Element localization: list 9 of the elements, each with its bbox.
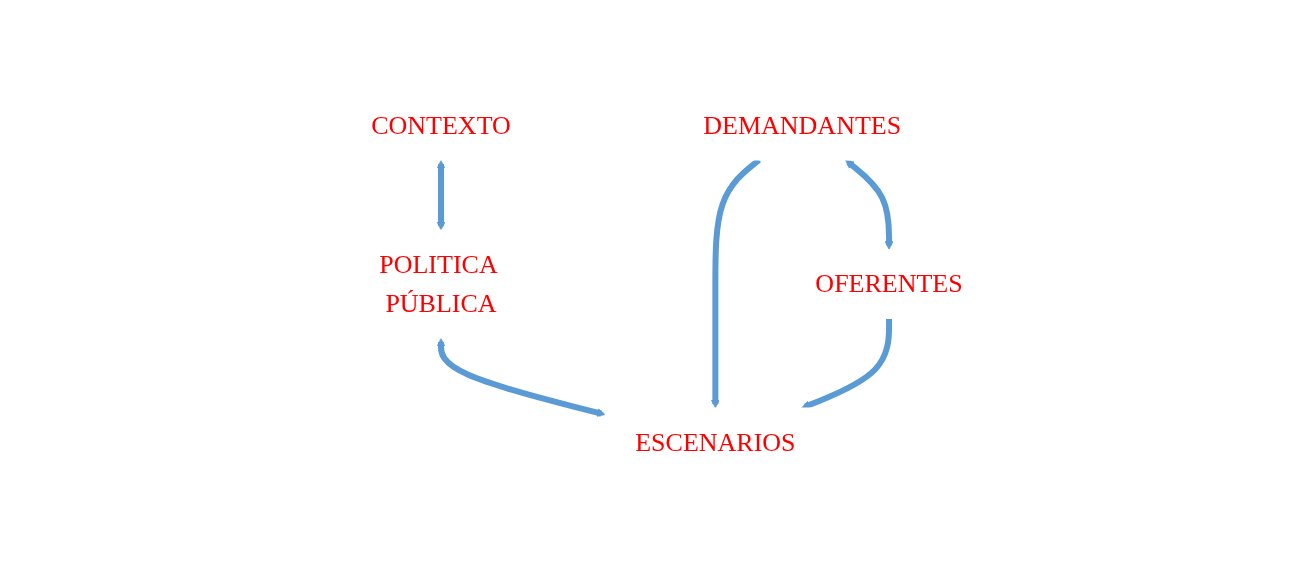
arrow <box>436 159 446 230</box>
arrow <box>436 337 606 417</box>
arrow <box>845 159 894 250</box>
node-text: POLITICA PÚBLICA <box>379 249 497 318</box>
node-text: DEMANDANTES <box>703 110 902 140</box>
node-text: ESCENARIOS <box>635 427 796 457</box>
node-text: OFERENTES <box>815 268 963 298</box>
node-text: CONTEXTO <box>371 110 511 140</box>
arrow <box>801 318 893 409</box>
